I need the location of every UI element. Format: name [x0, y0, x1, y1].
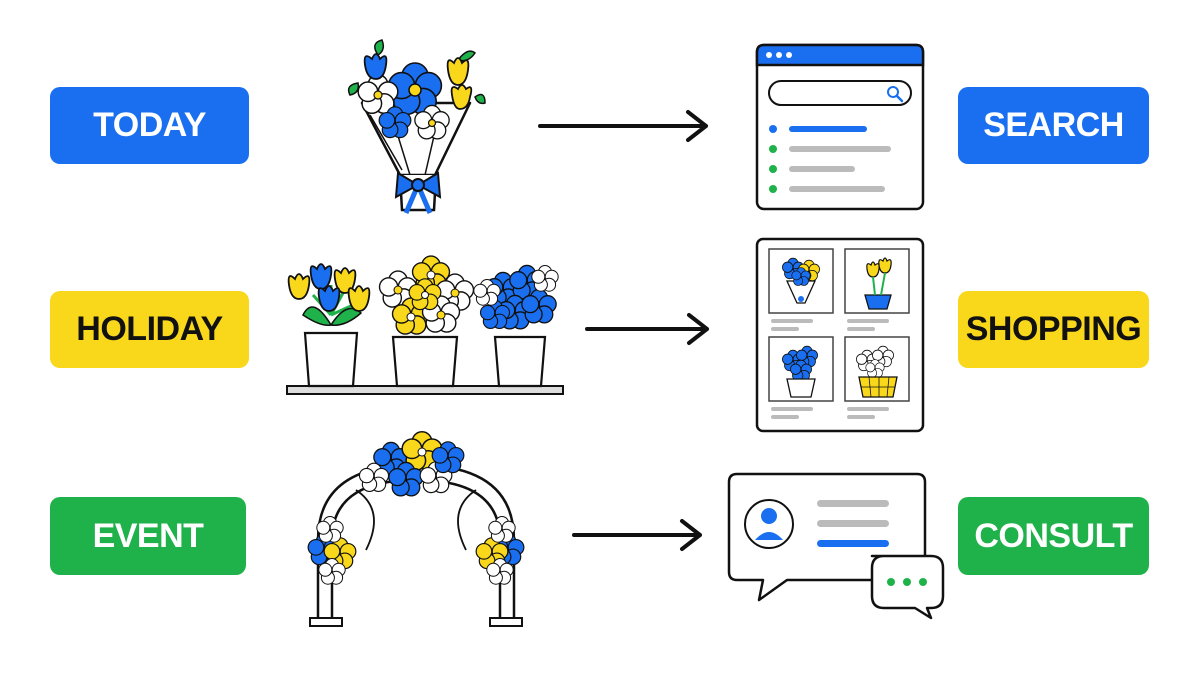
- holiday-label: HOLIDAY: [50, 291, 249, 368]
- product-grid-icon: [755, 237, 925, 433]
- search-window-icon: [755, 43, 925, 211]
- event-label: EVENT: [50, 497, 246, 575]
- bouquet-icon: [340, 35, 490, 220]
- arrow-right-icon: [538, 108, 713, 144]
- search-label: SEARCH: [958, 87, 1149, 164]
- today-label: TODAY: [50, 87, 249, 164]
- flower-arch-icon: [296, 430, 536, 630]
- arrow-right-icon: [585, 311, 713, 347]
- potted-flowers-icon: [283, 255, 568, 400]
- consult-label: CONSULT: [958, 497, 1149, 575]
- consult-chat-icon: [727, 472, 947, 622]
- shopping-label: SHOPPING: [958, 291, 1149, 368]
- arrow-right-icon: [572, 517, 706, 553]
